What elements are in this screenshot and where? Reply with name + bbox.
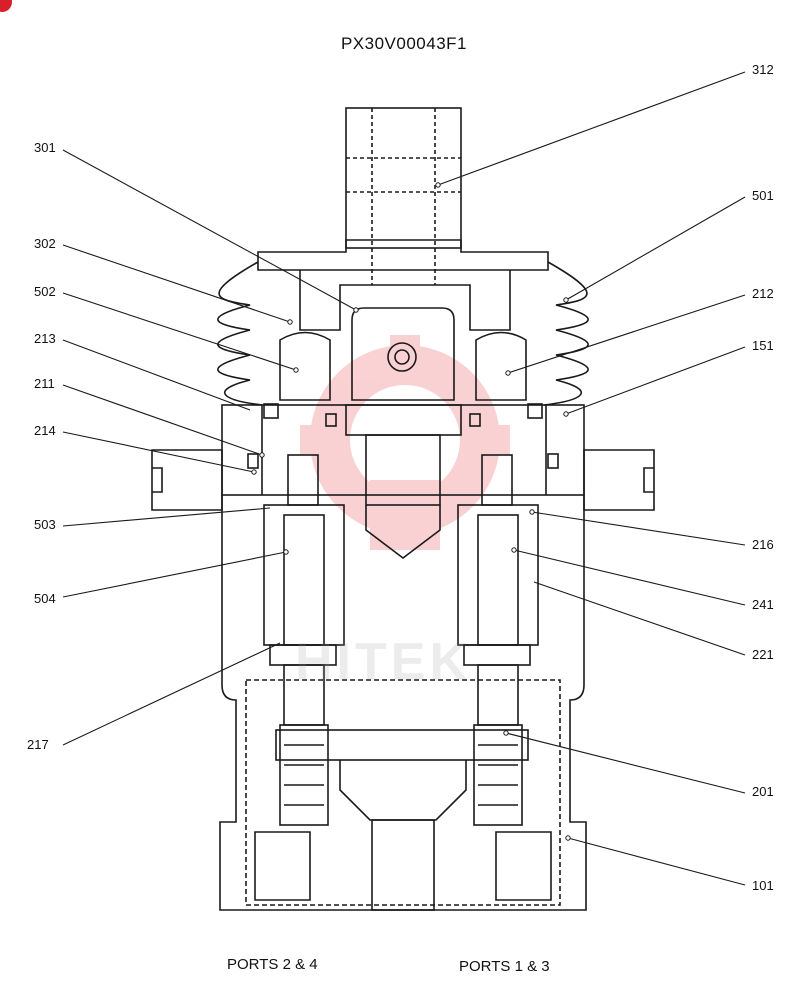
callout-101: 101 <box>752 878 774 893</box>
callout-221: 221 <box>752 647 774 662</box>
ports-left-label: PORTS 2 & 4 <box>227 956 318 973</box>
callout-151: 151 <box>752 338 774 353</box>
callout-dots <box>251 182 571 841</box>
callout-201: 201 <box>752 784 774 799</box>
callout-217: 217 <box>27 737 49 752</box>
watermark-text: HITEK <box>295 633 471 691</box>
callout-502: 502 <box>34 284 56 299</box>
callout-leader-lines <box>62 71 746 886</box>
callout-504: 504 <box>34 591 56 606</box>
callout-301: 301 <box>34 140 56 155</box>
callout-503: 503 <box>34 517 56 532</box>
callout-302: 302 <box>34 236 56 251</box>
callout-216: 216 <box>752 537 774 552</box>
callout-212: 212 <box>752 286 774 301</box>
callout-312: 312 <box>752 62 774 77</box>
brand-corner-logo <box>0 0 12 12</box>
diagram-title: PX30V00043F1 <box>340 34 468 53</box>
watermark-gear-logo <box>300 335 510 550</box>
callout-213: 213 <box>34 331 56 346</box>
callout-211: 211 <box>34 376 55 391</box>
callout-501: 501 <box>752 188 774 203</box>
valve-outline <box>151 107 655 911</box>
callout-214: 214 <box>34 423 56 438</box>
callout-241: 241 <box>752 597 774 612</box>
ports-right-label: PORTS 1 & 3 <box>459 958 550 975</box>
